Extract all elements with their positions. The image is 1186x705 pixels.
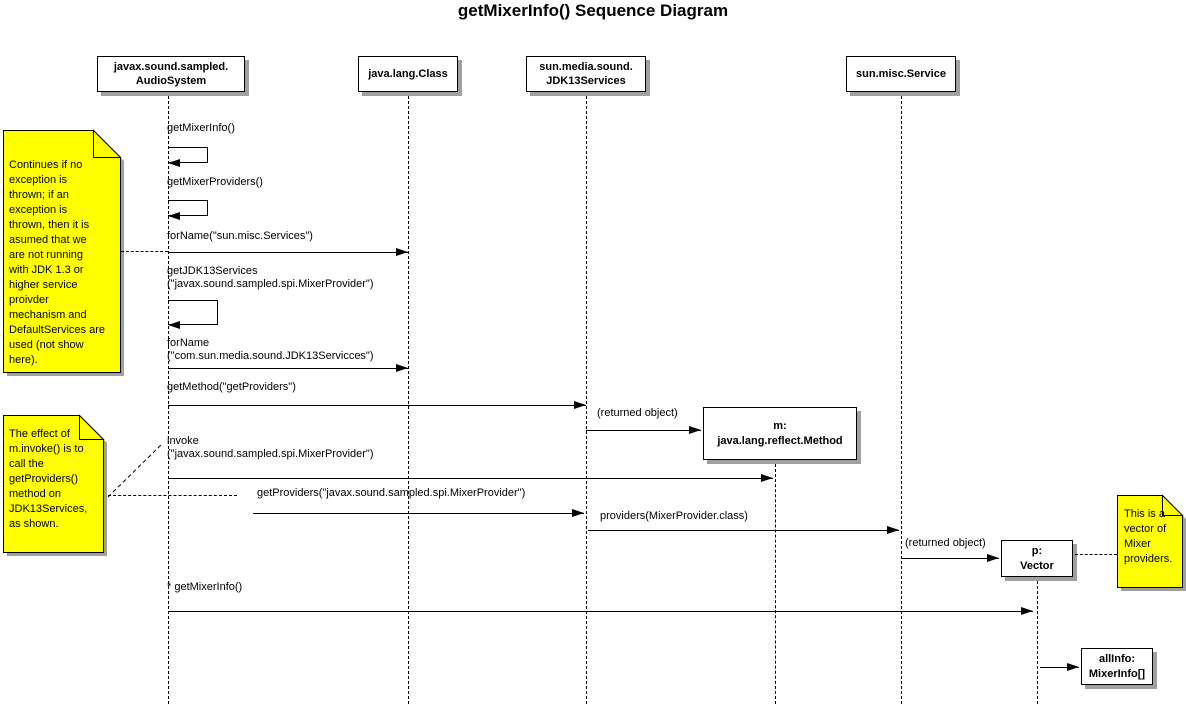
self-call-arrow-get-jdk13-services [168,300,218,329]
message-label-get-method: getMethod("getProviders") [167,381,296,393]
arrowhead-right-icon [987,554,999,562]
note-fold-icon [79,414,105,440]
lifeline-label: sun.media.sound. JDK13Services [539,61,633,87]
arrowhead-right-icon [1067,663,1079,671]
lifeline-label: javax.sound.sampled. AudioSystem [113,61,229,87]
lifeline-label: sun.misc.Service [856,68,946,80]
arrowhead-right-icon [396,248,408,256]
lifeline-class [408,96,409,704]
lifeline-method-object [775,464,776,704]
note-text: Continues if no exception is thrown; if … [9,159,105,366]
message-arrow-to-allinfo [1040,667,1079,668]
message-label-get-mixer-info: getMixerInfo() [167,122,235,134]
message-label-returned-object-method: (returned object) [597,407,678,419]
lifeline-audiosystem [168,96,169,704]
note-shape [3,414,107,556]
lifeline-box-jdk13services: sun.media.sound. JDK13Services [526,56,646,92]
arrowhead-right-icon [761,474,773,482]
message-arrow-get-providers [253,513,584,514]
message-label-get-jdk13-services: getJDK13Services ("javax.sound.sampled.s… [167,265,374,290]
message-arrow-providers [588,530,899,531]
message-arrow-get-method [168,405,586,406]
note-shape [1117,494,1186,591]
message-arrow-invoke [168,478,773,479]
self-call-arrow-get-mixer-info [168,147,208,167]
object-box-method: m: java.lang.reflect.Method [703,407,857,460]
note-shape [3,129,124,376]
object-box-allinfo: allInfo: MixerInfo[] [1081,648,1153,685]
note-invoke-effect: The effect of m.invoke() is to call the … [3,414,107,556]
message-arrow-returned-object-vector [901,558,999,559]
lifeline-box-class: java.lang.Class [358,56,458,92]
message-arrow-forname-services [168,252,408,253]
arrowhead-right-icon [689,426,701,434]
object-label: m: java.lang.reflect.Method [717,419,843,447]
note-connector-invoke-diagonal [107,442,164,498]
message-label-get-providers: getProviders("javax.sound.sampled.spi.Mi… [257,487,526,499]
message-label-get-mixer-providers: getMixerProviders() [167,176,263,188]
self-call-arrow-get-mixer-providers [168,200,208,220]
note-text: This is a vector of Mixer providers. [1124,508,1173,565]
note-text: The effect of m.invoke() is to call the … [9,428,88,530]
note-jdk-exception: Continues if no exception is thrown; if … [3,129,124,376]
message-label-invoke: invoke ("javax.sound.sampled.spi.MixerPr… [167,435,374,460]
page-title: getMixerInfo() Sequence Diagram [457,1,729,20]
note-vector-providers: This is a vector of Mixer providers. [1117,494,1186,591]
note-body [1117,495,1183,588]
lifeline-service [901,96,902,704]
arrowhead-right-icon [887,526,899,534]
arrowhead-left-icon [168,212,180,220]
arrowhead-right-icon [572,509,584,517]
message-label-forname-services: forName("sun.misc.Services") [167,230,313,242]
message-arrow-returned-object-method [586,430,701,431]
message-arrow-forname-jdk13 [168,368,408,369]
arrowhead-right-icon [574,401,586,409]
lifeline-jdk13services [586,96,587,704]
object-label: p: Vector [1020,544,1054,572]
message-label-forname-jdk13: forName ("com.sun.media.sound.JDK13Servi… [167,337,374,362]
note-fold-icon [1162,494,1184,516]
note-connector-invoke-horizontal [108,495,237,496]
note-connector-jdk [121,251,168,252]
lifeline-vector-object [1037,581,1038,704]
lifeline-box-audiosystem: javax.sound.sampled. AudioSystem [97,56,245,92]
lifeline-label: java.lang.Class [368,68,448,80]
arrowhead-left-icon [168,321,180,329]
note-body [3,415,104,553]
arrowhead-right-icon [1021,607,1033,615]
lifeline-box-service: sun.misc.Service [846,56,956,92]
object-box-vector: p: Vector [1001,540,1073,577]
arrowhead-left-icon [168,159,180,167]
note-fold-icon [93,129,122,158]
message-label-star-get-mixer-info: * getMixerInfo() [167,581,243,593]
object-label: allInfo: MixerInfo[] [1088,652,1146,680]
message-label-returned-object-vector: (returned object) [905,537,986,549]
arrowhead-right-icon [396,364,408,372]
note-body [3,130,121,373]
message-label-providers: providers(MixerProvider.class) [600,510,748,522]
note-connector-vector [1075,554,1117,555]
message-arrow-star-get-mixer-info [168,611,1033,612]
